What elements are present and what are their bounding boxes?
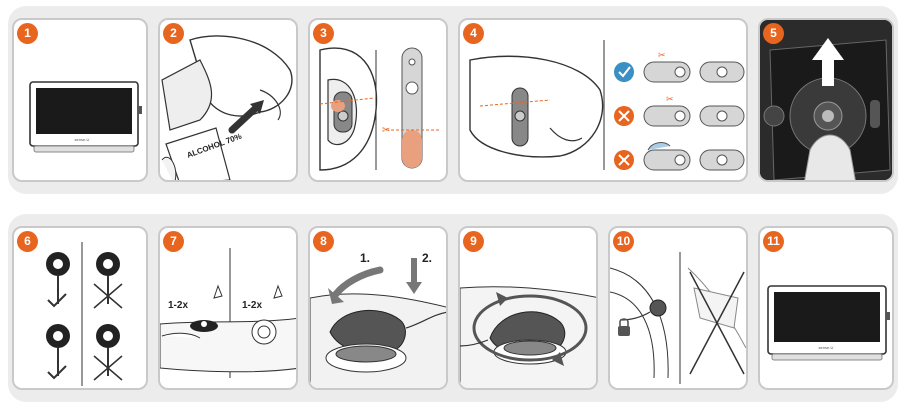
remove-sensor-illustration bbox=[760, 20, 894, 182]
step-11-panel: 11 sense-U bbox=[758, 226, 894, 390]
base-station-illustration: sense-U bbox=[14, 20, 148, 182]
step-4-panel: 4 ✂ ✂ bbox=[458, 18, 748, 182]
attach-sensor-illustration: 1. 2. bbox=[310, 228, 448, 390]
press-count-left: 1-2x bbox=[168, 300, 188, 311]
step-7-panel: 7 1-2x 1-2x bbox=[158, 226, 298, 390]
secure-cable-illustration bbox=[610, 228, 748, 390]
device-brand-label: sense-U bbox=[75, 137, 90, 142]
svg-text:✂: ✂ bbox=[658, 50, 666, 60]
step-7-badge: 7 bbox=[163, 231, 184, 252]
instruction-row-1: 1 sense-U 2 ALCOHOL 70% 3 bbox=[8, 6, 898, 194]
clean-skin-illustration: ALCOHOL 70% bbox=[160, 20, 298, 182]
scissors-icon: ✂ bbox=[382, 125, 390, 136]
step-5-badge: 5 bbox=[763, 23, 784, 44]
step-3-badge: 3 bbox=[313, 23, 334, 44]
apply-sensor-illustration: 1-2x 1-2x bbox=[160, 228, 298, 390]
step-4-badge: 4 bbox=[463, 23, 484, 44]
step-9-panel: 9 bbox=[458, 226, 598, 390]
step-1-badge: 1 bbox=[17, 23, 38, 44]
sensor-sizing-illustration: ✂ bbox=[310, 20, 448, 182]
step-2-panel: 2 ALCOHOL 70% bbox=[158, 18, 298, 182]
step-2-badge: 2 bbox=[163, 23, 184, 44]
arrow-label-2: 2. bbox=[422, 251, 432, 265]
step-10-panel: 10 bbox=[608, 226, 748, 390]
step-10-badge: 10 bbox=[613, 231, 634, 252]
instruction-row-2: 6 7 bbox=[8, 214, 898, 402]
step-8-badge: 8 bbox=[313, 231, 334, 252]
step-8-panel: 8 1. 2. bbox=[308, 226, 448, 390]
step-5-panel: 5 bbox=[758, 18, 894, 182]
curved-arrow-icon bbox=[336, 270, 380, 294]
step-6-panel: 6 bbox=[12, 226, 148, 390]
svg-text:✂: ✂ bbox=[666, 94, 674, 104]
sensor-placement-illustration: ✂ ✂ bbox=[460, 20, 748, 182]
rotate-sensor-illustration bbox=[460, 228, 598, 390]
sensor-orientation-illustration bbox=[14, 228, 148, 390]
step-11-badge: 11 bbox=[763, 231, 784, 252]
step-3-panel: 3 ✂ bbox=[308, 18, 448, 182]
step-9-badge: 9 bbox=[463, 231, 484, 252]
arrow-label-1: 1. bbox=[360, 251, 370, 265]
check-icon bbox=[614, 62, 634, 82]
device-brand-label: sense-U bbox=[819, 345, 834, 350]
cross-icon bbox=[690, 272, 744, 374]
step-6-badge: 6 bbox=[17, 231, 38, 252]
lock-icon bbox=[618, 326, 630, 336]
step-1-panel: 1 sense-U bbox=[12, 18, 148, 182]
base-station-illustration: sense-U bbox=[760, 228, 894, 390]
press-count-right: 1-2x bbox=[242, 300, 262, 311]
